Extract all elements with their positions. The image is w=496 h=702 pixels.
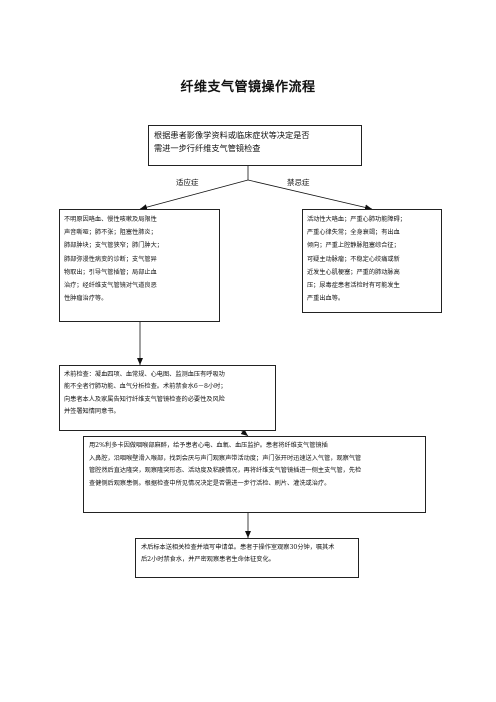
indications-box: 不明原因咯血、慢性咳嗽及局限性 声音嘶哑；肺不张；阻塞性肺炎； 肺部肿块；支气管… <box>59 209 220 322</box>
procedure-box: 用2%利多卡因做咽喉部麻醉，给予患者心电、血氧、血压监护。患者将纤维支气管镜插 … <box>83 436 426 513</box>
preop-box: 术前检查：凝血四项、血常规、心电图、监测血压有呼吸功 能不全者行肺功能、血气分析… <box>59 365 276 431</box>
preop-text: 术前检查：凝血四项、血常规、心电图、监测血压有呼吸功 能不全者行肺功能、血气分析… <box>64 371 227 415</box>
postop-box: 术后标本送相关检查并填写申请单。患者于操作室观察30分钟，嘱其术 后2小时禁食水… <box>135 538 359 578</box>
contraindications-box: 活动性大咯血；严重心肺功能障碍； 严重心律失常；全身衰竭；有出血 倾向；严重上腔… <box>302 209 442 313</box>
page-title: 纤维支气管镜操作流程 <box>180 80 316 95</box>
start-decision-text: 根据患者影像学资料或临床症状等决定是否 需进一步行纤维支气管镜检查 <box>154 130 310 153</box>
indications-label: 适应症 <box>176 178 199 187</box>
connector-to-contraindications <box>247 179 373 211</box>
contraindications-text: 活动性大咯血；严重心肺功能障碍； 严重心律失常；全身衰竭；有出血 倾向；严重上腔… <box>307 216 406 303</box>
postop-text: 术后标本送相关检查并填写申请单。患者于操作室观察30分钟，嘱其术 后2小时禁食水… <box>141 544 335 564</box>
contraindications-label: 禁忌症 <box>287 178 310 187</box>
start-decision-box: 根据患者影像学资料或临床症状等决定是否 需进一步行纤维支气管镜检查 <box>148 125 362 166</box>
procedure-text: 用2%利多卡因做咽喉部麻醉，给予患者心电、血氧、血压监护。患者将纤维支气管镜插 … <box>89 442 362 487</box>
connector-to-indications <box>139 179 249 211</box>
indications-text: 不明原因咯血、慢性咳嗽及局限性 声音嘶哑；肺不张；阻塞性肺炎； 肺部肿块；支气管… <box>64 216 163 303</box>
